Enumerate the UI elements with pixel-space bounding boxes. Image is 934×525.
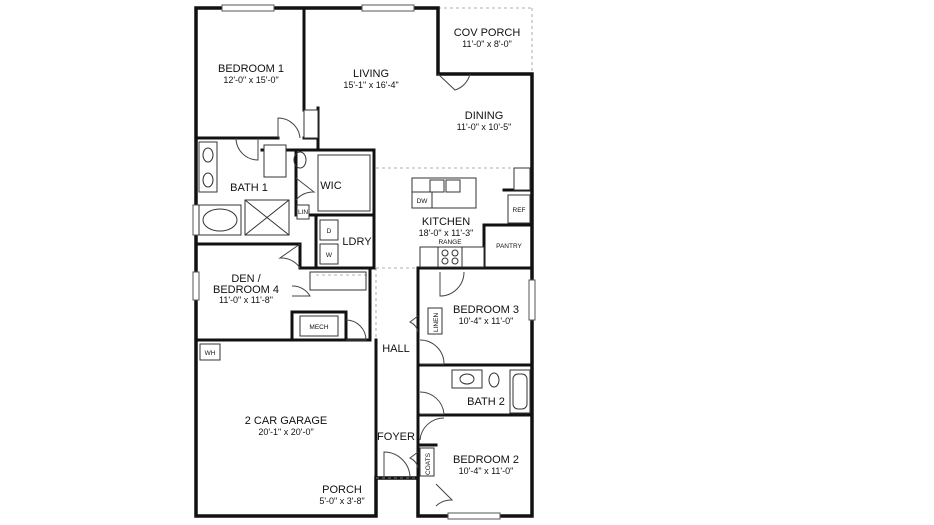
counter-cabinet xyxy=(513,167,531,191)
room-name-den-line2: BEDROOM 4 xyxy=(213,284,279,296)
bath2-fixtures xyxy=(451,369,531,414)
counter-cabinet xyxy=(461,246,485,268)
door-swings xyxy=(235,73,471,507)
dryer xyxy=(319,219,339,241)
sink-icon xyxy=(429,179,445,193)
range-label: RANGE xyxy=(438,239,462,246)
room-dims-bedroom2: 10'-4" x 11'-0" xyxy=(459,466,514,476)
linen-closet: LINEN xyxy=(427,307,443,335)
bath1-fixtures xyxy=(198,141,307,236)
wh-label: WH xyxy=(205,350,216,357)
room-name-foyer: FOYER xyxy=(377,431,415,443)
room-name-bedroom2: BEDROOM 2 xyxy=(453,454,519,466)
washer xyxy=(319,243,339,265)
room-name-porch: PORCH xyxy=(322,484,362,496)
exterior-walls xyxy=(194,6,534,518)
coats-closet: COATS xyxy=(419,447,435,477)
sink-icon xyxy=(459,373,475,385)
room-name-bedroom3: BEDROOM 3 xyxy=(453,304,519,316)
room-dims-bedroom3: 10'-4" x 11'-0" xyxy=(459,316,514,326)
toilet-icon xyxy=(293,151,307,169)
room-dims-dining: 11'-0" x 10'-5" xyxy=(457,122,512,132)
room-name-bath1: BATH 1 xyxy=(230,182,268,194)
range xyxy=(437,246,463,268)
room-dims-living: 15'-1" x 16'-4" xyxy=(343,80,398,90)
room-name-garage: 2 CAR GARAGE xyxy=(245,415,328,427)
room-dims-cov-porch: 11'-0" x 8'-0" xyxy=(462,39,512,49)
room-dims-den: 11'-0" x 11'-8" xyxy=(219,295,273,305)
room-name-living: LIVING xyxy=(353,68,389,80)
windows xyxy=(192,4,536,520)
window-living xyxy=(361,4,415,12)
wic-shelving xyxy=(317,154,371,212)
tub-basin-icon xyxy=(202,208,238,232)
window-den xyxy=(192,271,200,301)
room-dims-garage: 20'-1" x 20'-0" xyxy=(258,427,313,437)
room-name-den: DEN / xyxy=(231,273,261,285)
refrigerator xyxy=(507,194,531,224)
dishwasher xyxy=(411,191,433,209)
window-bedroom1 xyxy=(221,4,275,12)
room-name-cov-porch: COV PORCH xyxy=(454,27,521,39)
water-heater: WH xyxy=(199,343,221,361)
room-labels: BEDROOM 1 12'-0" x 15'-0" LIVING 15'-1" … xyxy=(213,27,520,506)
bathtub xyxy=(509,369,531,414)
bathtub xyxy=(198,204,242,236)
den-closet-shelf xyxy=(309,271,367,291)
room-name-kitchen: KITCHEN xyxy=(422,216,470,228)
window-bath1 xyxy=(192,204,200,236)
cov-porch-outline xyxy=(438,7,533,74)
room-name-hall: HALL xyxy=(382,343,410,355)
room-name-bedroom1: BEDROOM 1 xyxy=(218,63,284,75)
sink-icon xyxy=(202,172,214,188)
room-name-dining: DINING xyxy=(465,110,504,122)
closet-door-frame xyxy=(263,144,287,178)
mech-label: MECH xyxy=(309,324,328,331)
entertainment-niche xyxy=(303,109,319,139)
coats-label: COATS xyxy=(425,452,432,475)
laundry-fixtures: D W xyxy=(319,219,339,265)
counter-cabinet xyxy=(419,246,439,268)
toilet-icon xyxy=(488,372,500,388)
window-bedroom3 xyxy=(528,279,536,321)
room-dims-porch: 5'-0" x 3'-8" xyxy=(319,496,364,506)
room-name-wic: WIC xyxy=(320,180,341,192)
vanity xyxy=(451,369,483,389)
pantry-label: PANTRY xyxy=(496,243,522,250)
window-bedroom2 xyxy=(447,512,501,520)
lin-label: LIN xyxy=(298,209,308,216)
double-vanity xyxy=(198,141,218,193)
sink-icon xyxy=(202,147,214,163)
room-name-ldry: LDRY xyxy=(342,236,372,248)
interior-walls xyxy=(194,6,534,480)
room-dims-bedroom1: 12'-0" x 15'-0" xyxy=(223,75,278,85)
linen-label: LINEN xyxy=(433,313,440,332)
kitchen-fixtures: DW REF PANTRY RANGE xyxy=(411,167,531,268)
sink-icon xyxy=(445,179,461,193)
room-name-bath2: BATH 2 xyxy=(467,396,505,408)
refrigerator-label: REF xyxy=(513,207,526,214)
mech-closet: MECH xyxy=(299,315,339,337)
lin-closet: LIN xyxy=(296,204,310,220)
dishwasher-label: DW xyxy=(417,198,429,205)
dashed-boundaries xyxy=(316,167,532,479)
room-dims-kitchen: 18'-0" x 11'-3" xyxy=(419,228,474,238)
washer-label: W xyxy=(326,252,333,259)
dryer-label: D xyxy=(327,228,332,235)
